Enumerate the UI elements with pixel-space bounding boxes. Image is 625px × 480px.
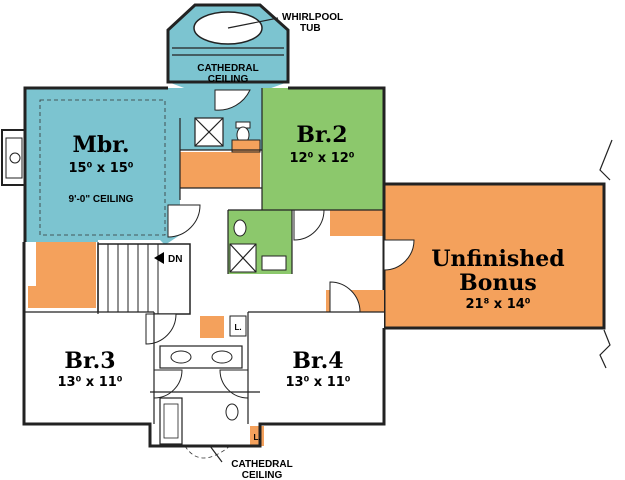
bonus-name-line2: Bonus	[459, 270, 537, 296]
stair-landing-orange	[200, 316, 224, 338]
vanity-orange	[180, 152, 260, 188]
mbr-dim: 15⁰ x 15⁰	[68, 161, 133, 176]
linen-label-2: L.	[253, 433, 260, 442]
stairs-dn-label: DN	[168, 254, 182, 265]
bath-door-swing	[214, 89, 251, 111]
whirlpool-label-line2: TUB	[300, 23, 321, 34]
whirlpool-leader-line	[227, 17, 279, 29]
exterior-walls	[22, 86, 386, 448]
stair-treads	[107, 244, 159, 314]
bedroom2-floor	[262, 88, 384, 210]
bedroom4-floor	[248, 312, 384, 424]
door-stairs-hall	[145, 313, 177, 345]
br2-dim: 12⁰ x 12⁰	[289, 151, 354, 166]
door-br2	[293, 209, 325, 241]
cathedral-top-line1: CATHEDRAL	[197, 63, 258, 74]
hall-bath-toilet-icon	[225, 403, 239, 421]
bonus-room-break-right	[599, 139, 613, 181]
vanity-sink-left	[170, 350, 192, 364]
cathedral-bottom-line2: CEILING	[242, 470, 283, 480]
cathedral-top-line2: CEILING	[208, 74, 249, 85]
br3-name: Br.3	[64, 348, 115, 374]
br4-dim: 13⁰ x 11⁰	[285, 375, 350, 390]
vanity-counter	[231, 139, 261, 153]
bay-window-circle	[9, 152, 21, 164]
hall-bath-tub-inner	[163, 403, 179, 439]
door-br3	[153, 369, 183, 399]
linen-label-1: L.	[234, 323, 241, 332]
arrow-left-icon	[154, 252, 164, 264]
bath2-toilet-icon	[233, 219, 247, 237]
bonus-room-break-right-low	[599, 329, 611, 369]
cathedral-bottom-leader	[209, 445, 223, 463]
whirlpool-label-line1: WHIRLPOOL	[282, 12, 343, 23]
master-ceiling-dashed	[39, 99, 166, 236]
bedroom2-closet-orange	[330, 210, 384, 236]
vanity-sink-right	[211, 350, 233, 364]
door-br4	[219, 369, 249, 399]
cathedral-bottom-line1: CATHEDRAL	[231, 459, 292, 470]
bonus-room-wall	[382, 182, 606, 330]
hall-bath-tub-icon	[159, 397, 183, 445]
hall-closet-orange	[28, 286, 96, 308]
bay-window-inner	[5, 137, 23, 179]
interior-walls	[24, 88, 384, 424]
br4-name: Br.4	[292, 348, 343, 374]
master-bedroom-floor	[25, 88, 262, 245]
br3-dim: 13⁰ x 11⁰	[57, 375, 122, 390]
mbr-name: Mbr.	[73, 132, 130, 158]
mbr-ceiling-note: 9'-0" CEILING	[69, 194, 134, 205]
door-bonus	[383, 239, 415, 271]
linen-box-1	[229, 315, 247, 337]
master-closet-orange	[36, 242, 96, 286]
bath2-sink-icon	[261, 255, 287, 271]
door-br4-closet	[329, 281, 361, 313]
shower-diagonal-2	[194, 117, 224, 147]
br2-name: Br.2	[296, 122, 347, 148]
bedroom3-floor	[24, 312, 154, 424]
whirlpool-bay-wall	[166, 3, 290, 84]
bonus-room-floor	[384, 184, 604, 328]
hall-bath-cathedral-bump	[184, 445, 231, 459]
bonus-name-line1: Unfinished	[431, 246, 564, 272]
bonus-dim: 21⁸ x 14⁰	[465, 297, 530, 312]
door-mbr	[167, 204, 201, 238]
bath2-shower-diag-2	[229, 243, 257, 273]
